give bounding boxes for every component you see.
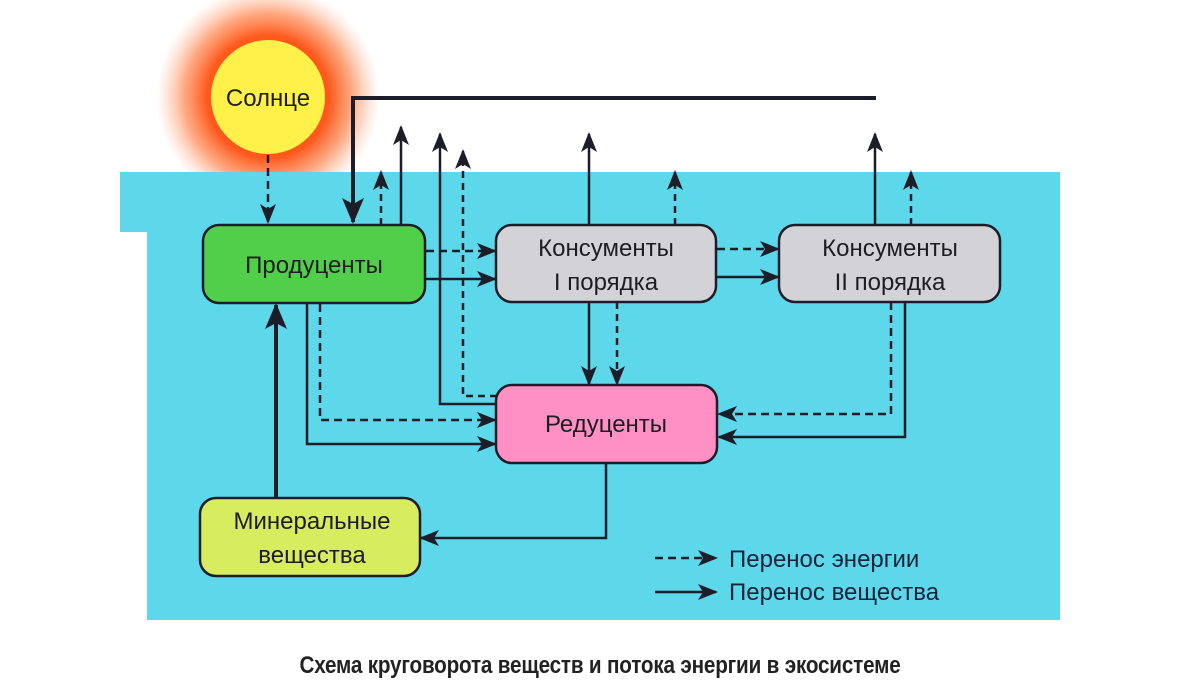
sun-core	[211, 40, 325, 154]
edge-consumers2-decomposers-matter	[717, 302, 907, 445]
consumers2-label-line1: Консументы	[822, 235, 958, 262]
consumers2-label-line2: II порядка	[835, 269, 946, 296]
decomposers-label: Редуценты	[545, 411, 667, 438]
legend-matter-label: Перенос вещества	[729, 579, 940, 606]
minerals-label-line1: Минеральные	[233, 508, 390, 535]
consumers1-label-line2: I порядка	[554, 269, 659, 296]
consumers1-label-line1: Консументы	[538, 235, 674, 262]
legend: Перенос энергии Перенос вещества	[655, 546, 940, 606]
water-overlay	[147, 172, 427, 232]
edge-atmosphere-producers-matter	[342, 96, 876, 224]
consumers2-node: Консументы II порядка	[777, 223, 1002, 304]
edge-consumers2-decomposers-energy	[717, 302, 893, 422]
edge-decomposers-up-matter	[432, 132, 497, 406]
minerals-node: Минеральные вещества	[198, 496, 422, 578]
sun-label: Солнце	[226, 85, 310, 112]
edges	[260, 96, 919, 546]
decomposers-node: Редуценты	[494, 383, 719, 465]
legend-energy-label: Перенос энергии	[729, 546, 919, 573]
consumers1-node: Консументы I порядка	[494, 223, 718, 304]
edge-decomposers-up-energy	[455, 149, 497, 398]
edge-decomposers-minerals-matter	[419, 464, 608, 546]
minerals-label-line2: вещества	[258, 542, 366, 569]
producers-label: Продуценты	[245, 252, 383, 279]
producers-node: Продуценты	[201, 223, 427, 305]
edge-producers-decomposers-matter	[305, 304, 497, 452]
diagram-caption: Схема круговорота веществ и потока энерг…	[299, 652, 901, 679]
